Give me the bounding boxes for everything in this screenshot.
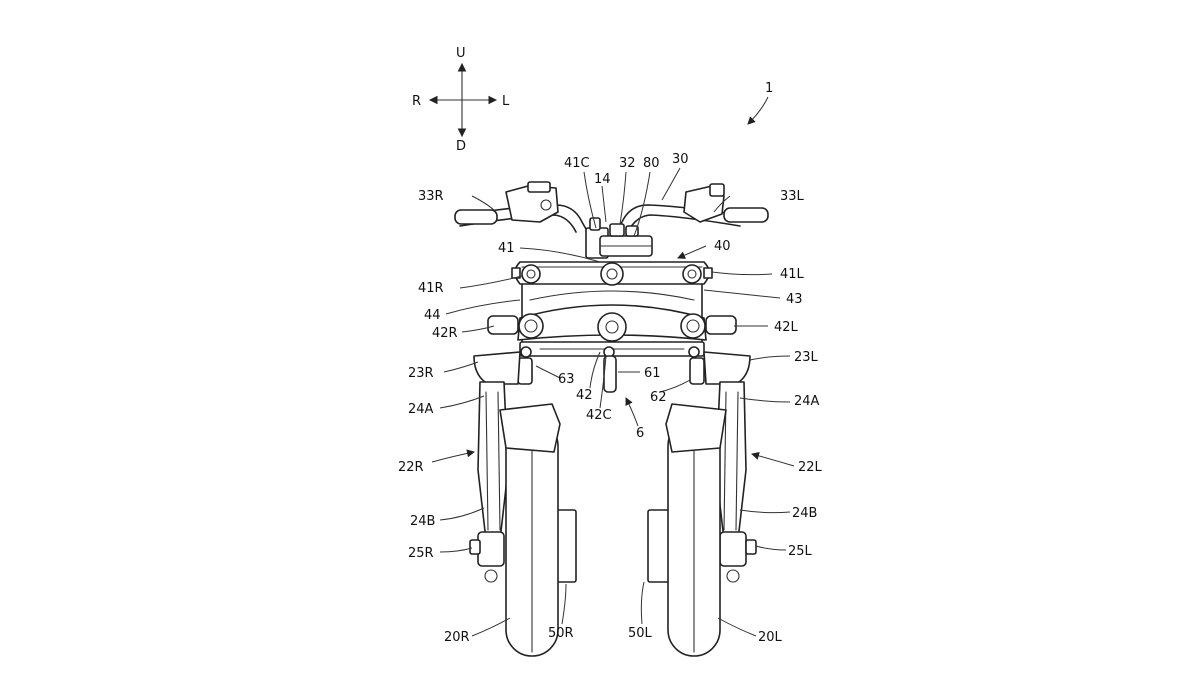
left-front-wheel	[665, 403, 727, 657]
dir-right-label: R	[412, 94, 421, 109]
ref-41c: 41C	[564, 156, 590, 171]
steering-transmission	[517, 341, 705, 393]
right-grip	[454, 209, 498, 225]
ref-62: 62	[650, 390, 667, 405]
ref-44: 44	[424, 308, 441, 323]
ref-33l: 33L	[780, 189, 805, 204]
ref-30: 30	[672, 152, 689, 167]
ref-24a-left: 24A	[794, 394, 820, 409]
ref-14: 14	[594, 172, 611, 187]
direction-indicator: U D R L	[412, 46, 510, 154]
ref-20r: 20R	[444, 630, 470, 645]
leader-lines	[431, 167, 795, 637]
ref-25r: 25R	[408, 546, 434, 561]
ref-63: 63	[558, 372, 575, 387]
reference-numerals: 41C 14 32 80 30 33R 33L 41 40 41R 41L 44…	[398, 152, 823, 645]
ref-24b-left: 24B	[792, 506, 817, 521]
ref-vehicle-leader	[747, 96, 769, 125]
ref-42r: 42R	[432, 326, 458, 341]
ref-41r: 41R	[418, 281, 444, 296]
dir-down-label: D	[456, 139, 466, 154]
lower-cross-member	[487, 290, 737, 342]
ref-22r: 22R	[398, 460, 424, 475]
handlebar	[454, 181, 769, 237]
ref-24b-right: 24B	[410, 514, 435, 529]
ref-32: 32	[619, 156, 636, 171]
ref-41: 41	[498, 241, 515, 256]
ref-50l: 50L	[628, 626, 653, 641]
left-bracket	[703, 351, 751, 385]
left-grip	[723, 207, 769, 223]
ref-22l: 22L	[798, 460, 823, 475]
ref-33r: 33R	[418, 189, 444, 204]
ref-50r: 50R	[548, 626, 574, 641]
dir-up-label: U	[456, 46, 466, 61]
ref-25l: 25L	[788, 544, 813, 559]
ref-43: 43	[786, 292, 803, 307]
dir-left-label: L	[502, 94, 510, 109]
upper-cross-member	[511, 261, 713, 286]
ref-23l: 23L	[794, 350, 819, 365]
ref-80: 80	[643, 156, 660, 171]
ref-20l: 20L	[758, 630, 783, 645]
right-suspension	[469, 381, 509, 583]
ref-61: 61	[644, 366, 661, 381]
ref-6: 6	[636, 426, 644, 441]
ref-40: 40	[714, 239, 731, 254]
right-front-wheel	[499, 403, 561, 657]
ref-42l: 42L	[774, 320, 799, 335]
ref-42c: 42C	[586, 408, 612, 423]
ref-vehicle-label: 1	[765, 81, 773, 96]
steering-stem-top	[585, 217, 653, 259]
ref-24a-right: 24A	[408, 402, 434, 417]
ref-41l: 41L	[780, 267, 805, 282]
ref-23r: 23R	[408, 366, 434, 381]
right-bracket	[473, 351, 521, 385]
ref-42: 42	[576, 388, 593, 403]
